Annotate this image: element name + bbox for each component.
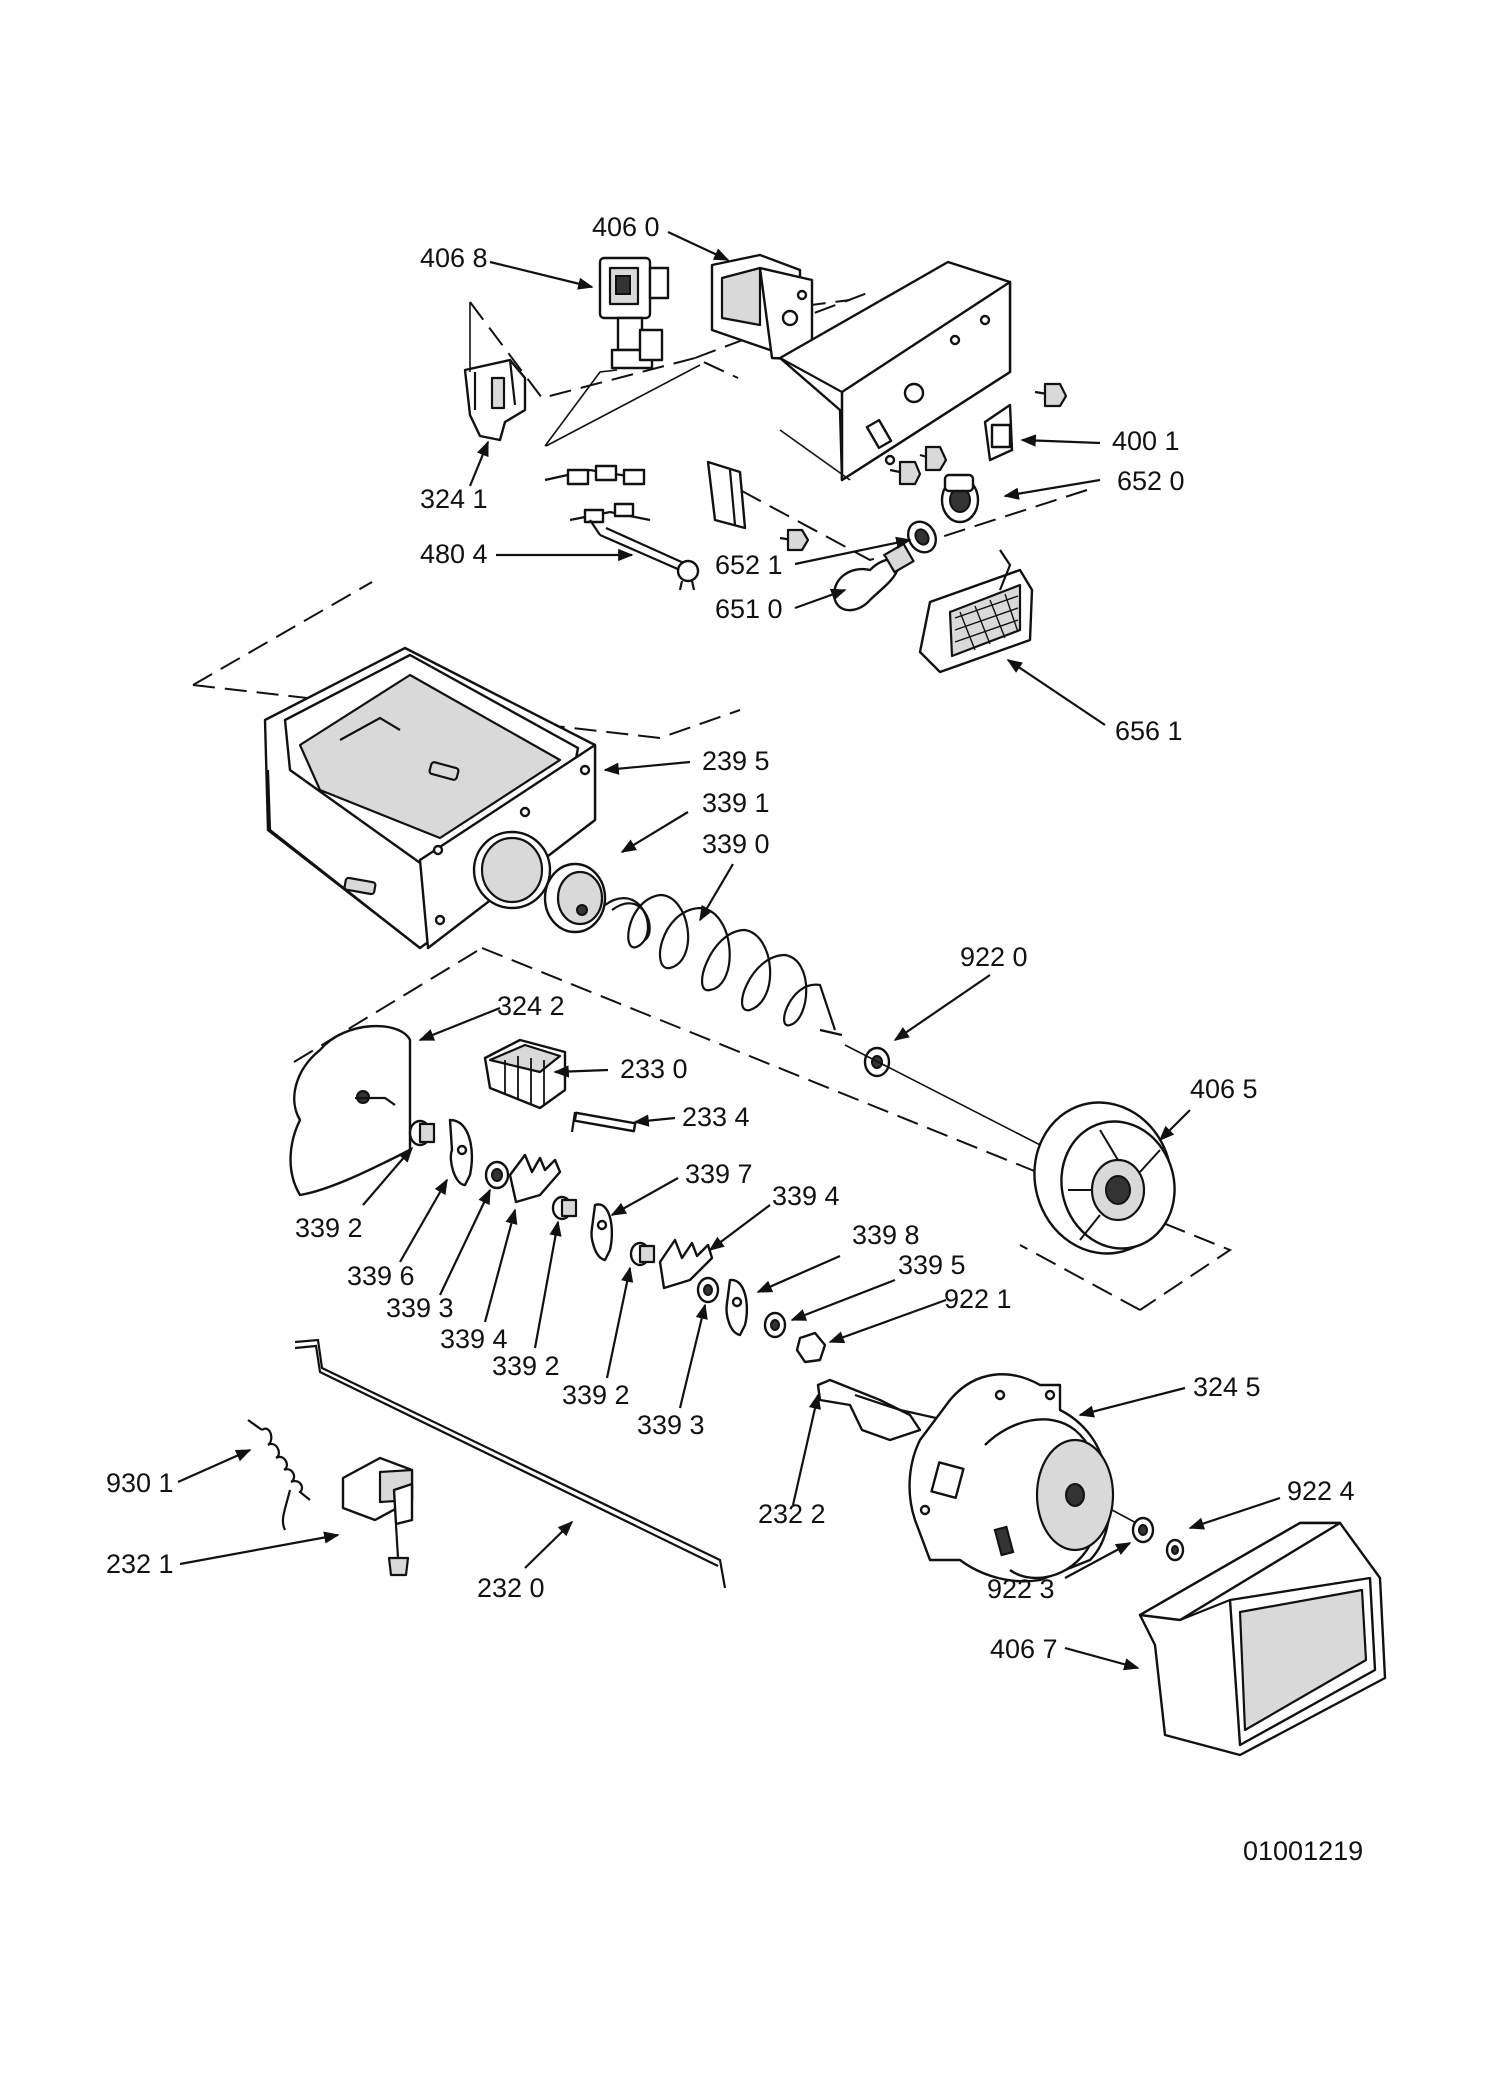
switch-drawing — [983, 403, 1014, 462]
assembly-outlines — [192, 291, 1233, 1311]
part-label-922-0: 922 0 — [960, 942, 1028, 972]
part-label-339-4-lower: 339 4 — [440, 1324, 508, 1354]
part-label-406-0: 406 0 — [592, 212, 660, 242]
part-label-339-3-first: 339 3 — [386, 1293, 454, 1323]
part-label-324-5: 324 5 — [1193, 1372, 1261, 1402]
auger-drive-wheel-drawing — [1033, 1101, 1176, 1255]
part-label-324-1: 324 1 — [420, 484, 488, 514]
auger-motor-drawing — [710, 253, 814, 362]
part-label-232-1: 232 1 — [106, 1549, 174, 1579]
spring-930-1-drawing — [247, 1419, 311, 1531]
part-label-406-7: 406 7 — [990, 1634, 1058, 1664]
part-label-233-4: 233 4 — [682, 1102, 750, 1132]
valve-guide-lines — [469, 302, 701, 447]
lamp-bulb-drawing — [833, 520, 938, 612]
crusher-pin-drawing — [570, 1111, 637, 1133]
wire-harness-drawing — [544, 464, 700, 591]
part-label-930-1: 930 1 — [106, 1468, 174, 1498]
solenoid-valve-drawing — [598, 256, 670, 370]
light-shield-drawing — [918, 549, 1034, 674]
part-label-480-4: 480 4 — [420, 539, 488, 569]
motor-housing-drawing — [908, 1373, 1141, 1583]
part-label-406-5: 406 5 — [1190, 1074, 1258, 1104]
ice-bucket-drawing — [263, 646, 597, 950]
part-label-339-6: 339 6 — [347, 1261, 415, 1291]
part-label-339-4-upper: 339 4 — [772, 1181, 840, 1211]
lever-drawing — [816, 1378, 946, 1442]
auger-spring-drawing — [604, 893, 843, 1037]
screws-drawing — [779, 382, 1068, 552]
part-label-406-8: 406 8 — [420, 243, 488, 273]
lamp-socket-drawing — [940, 473, 980, 524]
crusher-plate-drawing — [289, 1024, 412, 1197]
control-box-drawing — [778, 260, 1012, 482]
bracket-232-1-drawing — [341, 1456, 414, 1577]
bracket-left-drawing — [463, 358, 527, 442]
part-label-339-2-first: 339 2 — [295, 1213, 363, 1243]
part-label-339-8: 339 8 — [852, 1220, 920, 1250]
part-label-339-0: 339 0 — [702, 829, 770, 859]
part-label-339-7: 339 7 — [685, 1159, 753, 1189]
part-label-324-2: 324 2 — [497, 991, 565, 1021]
washers-922-3-922-4-drawing — [1131, 1516, 1185, 1562]
drawing-number: 01001219 — [1243, 1836, 1363, 1866]
part-label-339-3-second: 339 3 — [637, 1410, 705, 1440]
auger-cap-drawing — [543, 862, 607, 934]
part-label-232-0: 232 0 — [477, 1573, 545, 1603]
part-label-652-0: 652 0 — [1117, 466, 1185, 496]
part-label-922-3: 922 3 — [987, 1574, 1055, 1604]
part-label-656-1: 656 1 — [1115, 716, 1183, 746]
motor-cover-drawing — [1138, 1521, 1387, 1757]
plate-bracket-drawing — [706, 460, 747, 530]
part-label-922-4: 922 4 — [1287, 1476, 1355, 1506]
part-label-651-0: 651 0 — [715, 594, 783, 624]
actuator-rod-drawing — [294, 1338, 727, 1589]
part-label-339-2-third: 339 2 — [562, 1380, 630, 1410]
crusher-housing-drawing — [483, 1038, 567, 1110]
part-label-339-2-second: 339 2 — [492, 1351, 560, 1381]
part-label-339-5: 339 5 — [898, 1250, 966, 1280]
part-label-922-1: 922 1 — [944, 1284, 1012, 1314]
part-label-239-5: 239 5 — [702, 746, 770, 776]
part-label-652-1: 652 1 — [715, 550, 783, 580]
leader-lines — [177, 231, 1281, 1671]
part-labels: 406 0 406 8 400 1 652 0 324 1 480 4 652 … — [106, 212, 1363, 1866]
ice-crusher-blades-drawing — [408, 1118, 827, 1364]
part-label-233-0: 233 0 — [620, 1054, 688, 1084]
part-label-400-1: 400 1 — [1112, 426, 1180, 456]
part-label-232-2: 232 2 — [758, 1499, 826, 1529]
part-label-339-1: 339 1 — [702, 788, 770, 818]
